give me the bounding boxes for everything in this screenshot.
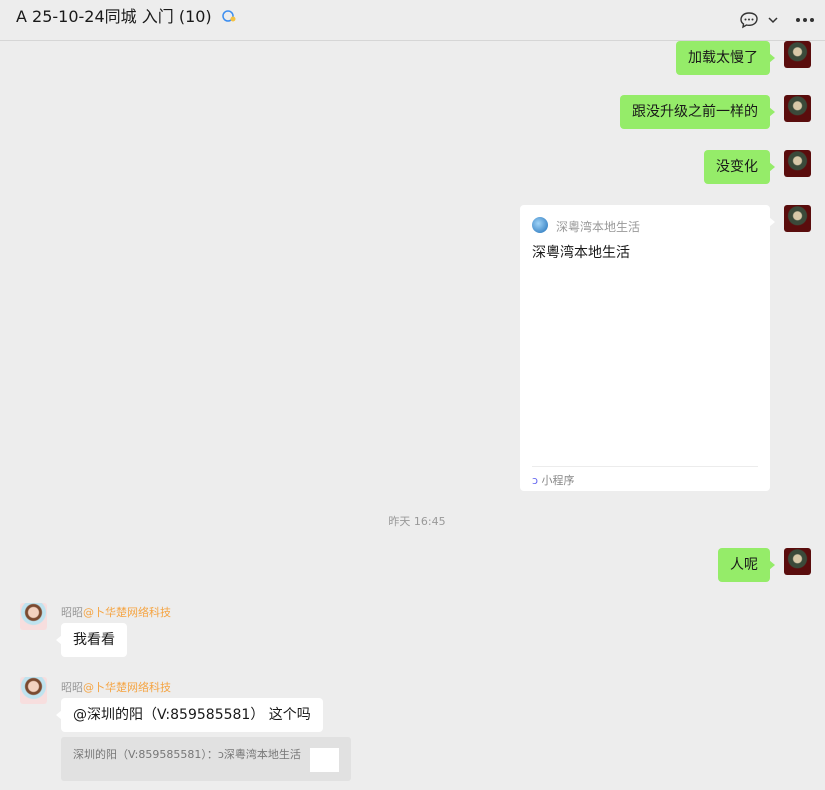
chat-header: A 25-10-24同城 入门 (10) [0,0,825,41]
mini-program-icon: ↄ [217,748,224,761]
message-bubble: 加载太慢了 [676,41,775,75]
message-bubble: 没变化 [704,150,775,184]
card-source: 深粵湾本地生活 [556,220,641,234]
card-title: 深粵湾本地生活 [532,245,630,261]
message-bubble: 人呢 [718,548,775,582]
message-bubble: @深圳的阳（V:859585581） 这个吗 [56,698,323,732]
avatar[interactable] [784,95,811,122]
sender-name: 昭昭@卜华楚网络科技 [61,681,171,694]
avatar[interactable] [784,548,811,575]
timestamp: 昨天 16:45 [388,515,446,528]
more-icon[interactable] [795,17,815,23]
mini-program-logo-icon [532,217,548,233]
quoted-message[interactable]: 深圳的阳（V:859585581）：ↄ深粵湾本地生活 [61,737,351,781]
avatar[interactable] [784,41,811,68]
chat-title: A 25-10-24同城 入门 (10) [16,3,237,27]
quote-thumbnail [310,748,339,772]
message-bubble: 跟没升级之前一样的 [620,95,775,129]
avatar[interactable] [20,677,47,704]
card-footer: ↄ 小程序 [532,474,575,487]
chevron-down-icon[interactable] [767,15,779,25]
sender-name: 昭昭@卜华楚网络科技 [61,606,171,619]
avatar[interactable] [20,603,47,630]
mini-program-card[interactable]: 深粵湾本地生活 深粵湾本地生活 ↄ 小程序 [520,205,775,491]
divider [532,466,758,467]
group-chat-icon [222,10,236,22]
chat-bubble-icon[interactable] [739,11,759,29]
avatar[interactable] [784,205,811,232]
message-bubble: 我看看 [56,623,127,657]
avatar[interactable] [784,150,811,177]
mini-program-icon: ↄ [532,474,539,487]
